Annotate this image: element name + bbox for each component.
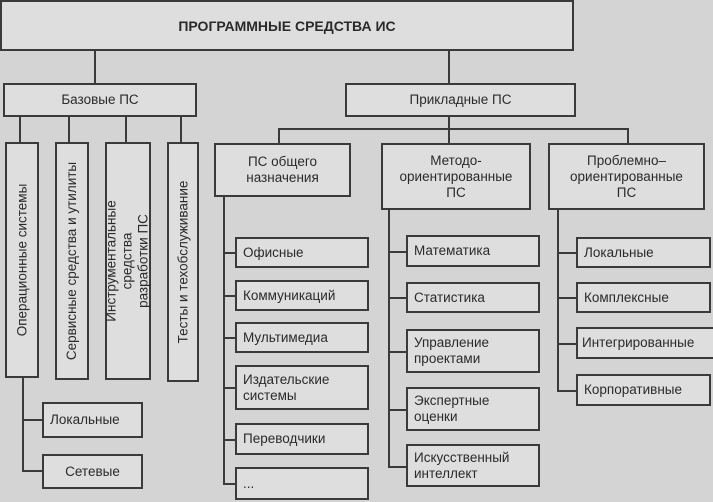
connector (68, 116, 70, 143)
connector (223, 387, 236, 389)
connector (557, 343, 576, 345)
connector (557, 390, 576, 392)
connector (19, 116, 21, 143)
connector (388, 297, 406, 299)
general-ps-node: ПС общего назначения (214, 143, 351, 197)
list-item: Корпоративные (576, 374, 711, 406)
connector (125, 116, 127, 143)
connector (388, 409, 406, 411)
connector (180, 116, 182, 143)
list-item: ... (235, 467, 369, 500)
connector (223, 337, 236, 339)
connector (448, 116, 450, 129)
dev-tools-label: Инструментальные средства разработки ПС (104, 200, 152, 322)
connector (627, 128, 629, 144)
problem-ps-node: Проблемно–ориентированные ПС (548, 143, 705, 210)
connector (448, 50, 450, 84)
method-ps-node: Методо-ориентированные ПС (381, 143, 531, 210)
connector (388, 466, 406, 468)
connector (94, 50, 96, 84)
connector (22, 470, 42, 472)
list-item: Искусственный интеллект (406, 444, 540, 487)
applied-ps-node: Прикладные ПС (345, 83, 576, 117)
os-local-node: Локальные (42, 402, 143, 438)
connector (278, 128, 629, 130)
connector (22, 377, 24, 471)
base-ps-node: Базовые ПС (3, 83, 197, 117)
list-item: Локальные (576, 237, 711, 268)
utilities-node: Сервисные средства и утилиты (55, 142, 89, 380)
connector (223, 439, 236, 441)
list-item: Издательские системы (235, 365, 369, 410)
connector (223, 483, 236, 485)
os-label: Операционные системы (14, 183, 29, 337)
os-network-node: Сетевые (42, 454, 143, 489)
root-node: ПРОГРАММНЫЕ СРЕДСТВА ИС (0, 0, 574, 51)
utilities-label: Сервисные средства и утилиты (64, 161, 79, 361)
connector (22, 419, 42, 421)
tests-node: Тесты и техобслуживание (167, 142, 199, 382)
tests-label: Тесты и техобслуживание (175, 180, 190, 344)
connector (388, 351, 406, 353)
list-item: Интегрированные (576, 327, 713, 359)
connector (278, 128, 280, 144)
list-item: Мультимедиа (235, 322, 369, 353)
connector (388, 209, 390, 467)
list-item: Офисные (235, 237, 369, 268)
os-node: Операционные системы (5, 142, 39, 378)
connector (223, 295, 236, 297)
connector (223, 196, 225, 484)
list-item: Управление проектами (406, 329, 540, 373)
list-item: Статистика (406, 282, 540, 313)
connector (223, 252, 236, 254)
connector (557, 297, 576, 299)
connector (557, 252, 576, 254)
connector (557, 209, 559, 392)
list-item: Комплексные (576, 282, 711, 313)
list-item: Экспертные оценки (406, 387, 540, 431)
dev-tools-node: Инструментальные средства разработки ПС (104, 142, 152, 380)
list-item: Переводчики (235, 423, 369, 455)
list-item: Математика (406, 235, 540, 267)
list-item: Коммуникаций (235, 280, 369, 311)
connector (388, 251, 406, 253)
connector (448, 128, 450, 144)
